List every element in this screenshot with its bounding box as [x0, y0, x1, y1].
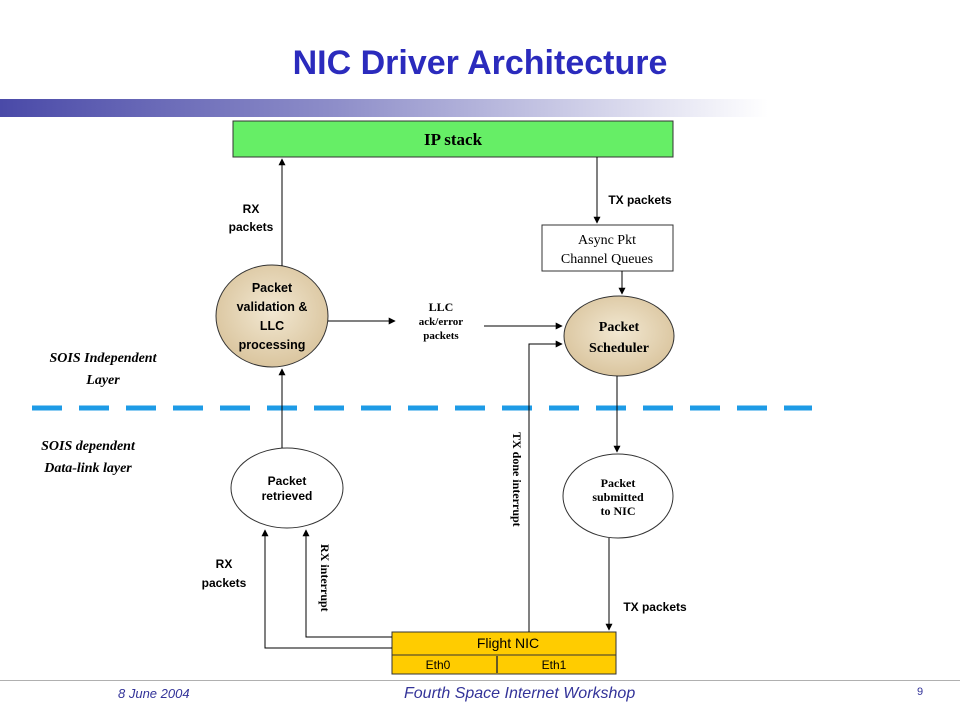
- packet-submitted-node: [562, 453, 674, 539]
- packet-validation-label-3: LLC: [260, 319, 284, 333]
- packet-submitted-label-1: Packet: [601, 476, 636, 490]
- flight-nic-box: [391, 631, 617, 675]
- packet-retrieved-label-1: Packet: [268, 474, 307, 488]
- page-title: NIC Driver Architecture: [292, 44, 668, 82]
- layer-independent-label-2: Layer: [85, 373, 120, 388]
- eth0-label: Eth0: [426, 658, 451, 672]
- llc-label-3: packets: [423, 330, 459, 342]
- layer-dependent-label-2: Data-link layer: [43, 461, 132, 476]
- packet-validation-label-4: processing: [239, 338, 306, 352]
- arrow-nic-tx-done-to-scheduler: [528, 340, 563, 632]
- footer-page-number: 9: [917, 686, 924, 698]
- packet-scheduler-label-2: Scheduler: [589, 341, 649, 356]
- tx-packets-top-label: TX packets: [608, 193, 672, 207]
- async-queues-label-1: Async Pkt: [578, 233, 636, 248]
- arrow-nic-rx-packets: [261, 529, 392, 649]
- llc-label-2: ack/error: [419, 316, 464, 328]
- tx-packets-bottom-label: TX packets: [623, 600, 687, 614]
- layer-dependent-label-1: SOIS dependent: [41, 439, 136, 454]
- packet-validation-label-2: validation &: [237, 300, 308, 314]
- packet-submitted-label-2: submitted: [592, 490, 644, 504]
- async-queues-label-2: Channel Queues: [561, 252, 653, 267]
- layer-independent-label-1: SOIS Independent: [50, 351, 158, 366]
- packet-submitted-label-3: to NIC: [601, 504, 636, 518]
- ip-stack-label: IP stack: [424, 130, 483, 149]
- rx-packets-bottom-label-2: packets: [202, 576, 247, 590]
- packet-scheduler-node: [563, 295, 675, 377]
- arrow-nic-rx-interrupt: [302, 529, 392, 638]
- llc-label-1: LLC: [429, 300, 454, 314]
- async-queues-box: [541, 224, 674, 272]
- footer-date: 8 June 2004: [118, 686, 190, 701]
- title-underline-bar: [0, 99, 960, 117]
- rx-interrupt-label: RX interrupt: [318, 544, 332, 612]
- packet-retrieved-node: [230, 447, 344, 529]
- rx-packets-bottom-label-1: RX: [216, 557, 233, 571]
- packet-retrieved-label-2: retrieved: [262, 489, 313, 503]
- packet-scheduler-label-1: Packet: [599, 320, 640, 335]
- eth1-label: Eth1: [542, 658, 567, 672]
- rx-packets-top-label-2: packets: [229, 220, 274, 234]
- footer-workshop-name: Fourth Space Internet Workshop: [404, 685, 636, 702]
- footer-divider: [0, 680, 960, 681]
- packet-validation-node: [215, 264, 329, 368]
- rx-packets-top-label-1: RX: [243, 202, 260, 216]
- tx-done-interrupt-label: TX done interrupt: [510, 432, 524, 527]
- ip-stack-box: [232, 120, 674, 158]
- flight-nic-label: Flight NIC: [477, 635, 539, 651]
- packet-validation-label-1: Packet: [252, 281, 293, 295]
